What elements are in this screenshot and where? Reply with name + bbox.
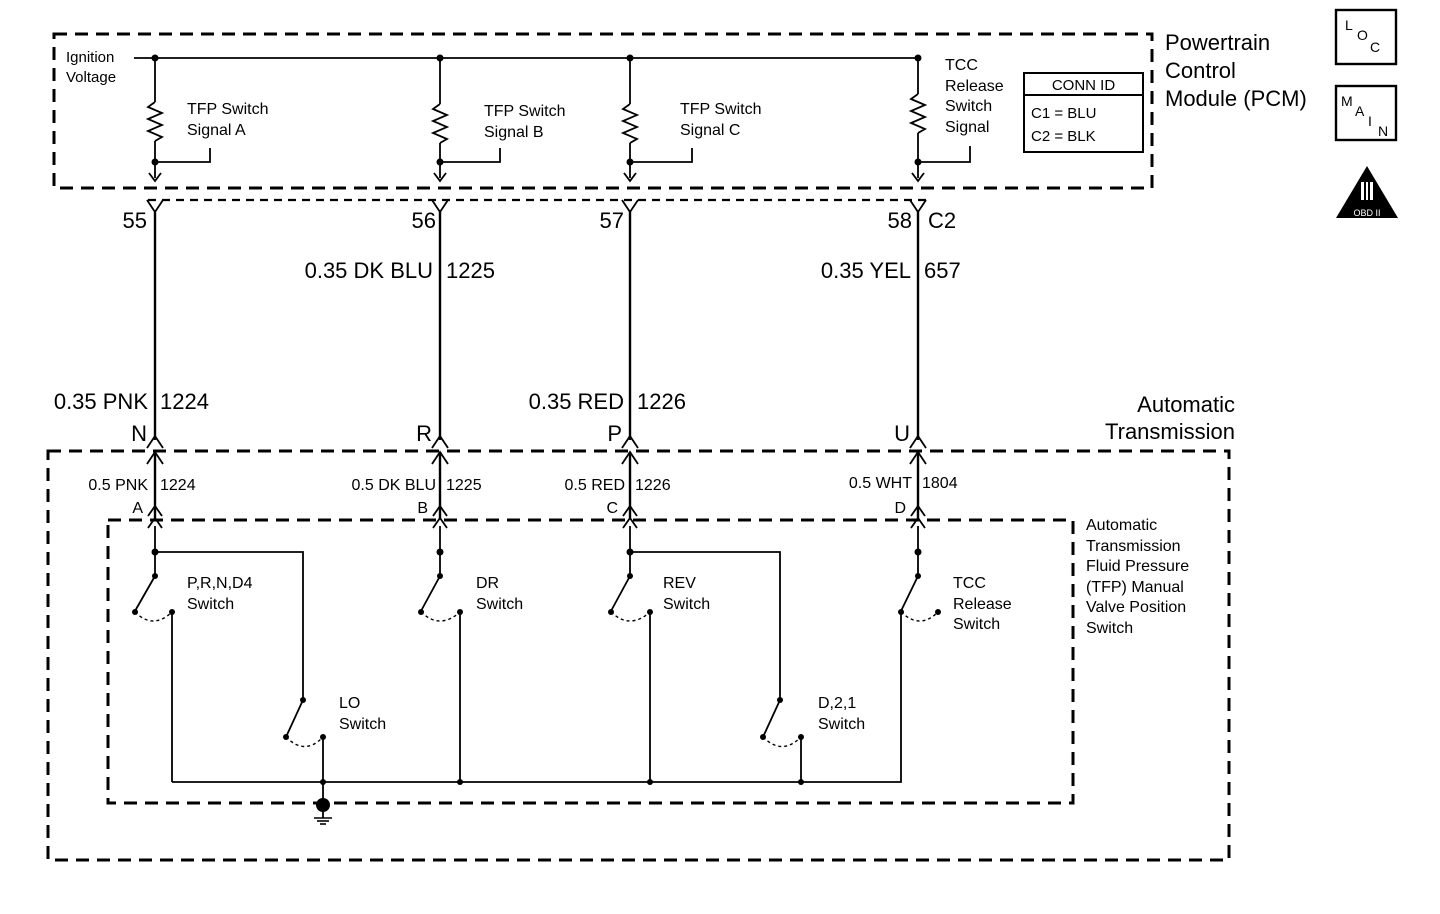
transmission-boundary xyxy=(46,449,1231,862)
svg-text:M: M xyxy=(1341,93,1353,109)
svg-text:I: I xyxy=(1368,113,1372,129)
trans-pin-r: R xyxy=(416,421,432,446)
tcc-signal-label-line3: Switch xyxy=(945,98,992,115)
trans-pin-n: N xyxy=(131,421,147,446)
svg-text:A: A xyxy=(1355,103,1365,119)
conn-id-header: CONN ID xyxy=(1052,77,1116,94)
pcm-pin-57: 57 xyxy=(600,208,624,233)
obd-ii-icon: OBD II xyxy=(1336,166,1398,218)
tfp-title-line1: Automatic xyxy=(1086,517,1157,534)
wire-58-label: 0.35 YEL xyxy=(821,258,911,283)
switch-circuitry xyxy=(132,526,941,804)
resistor-b xyxy=(430,58,501,183)
prnd4-switch-label-line1: P,R,N,D4 xyxy=(187,575,253,592)
rev-switch-label-line2: Switch xyxy=(663,596,710,613)
d21-switch-label-line2: Switch xyxy=(818,716,865,733)
inner-wire-a-circuit: 1224 xyxy=(160,477,196,494)
inner-wire-c-circuit: 1226 xyxy=(635,477,671,494)
signal-a-label-line1: TFP Switch xyxy=(187,101,269,118)
tfp-pin-a: A xyxy=(132,500,143,517)
pcm-title-line1: Powertrain xyxy=(1165,30,1270,55)
tfp-title-line4: (TFP) Manual xyxy=(1086,579,1184,596)
pcm-boundary xyxy=(52,32,1154,190)
resistor-tcc xyxy=(908,58,971,183)
tcc-switch-label-line2: Release xyxy=(953,596,1012,613)
transmission-title-line1: Automatic xyxy=(1137,392,1235,417)
signal-c-label-line2: Signal C xyxy=(680,122,740,139)
conn-id-table: CONN ID C1 = BLU C2 = BLK xyxy=(1023,72,1144,153)
tfp-pin-b: B xyxy=(417,500,428,517)
tcc-signal-label-line4: Signal xyxy=(945,119,989,136)
wire-57-circuit: 1226 xyxy=(637,389,686,414)
tcc-switch-label-line3: Switch xyxy=(953,616,1000,633)
wire-55-circuit: 1224 xyxy=(160,389,209,414)
rev-switch-label-line1: REV xyxy=(663,575,696,592)
conn-id-row2: C2 = BLK xyxy=(1031,128,1096,145)
tfp-title-line5: Valve Position xyxy=(1086,599,1186,616)
dr-switch-label-line1: DR xyxy=(476,575,499,592)
tfp-title-line3: Fluid Pressure xyxy=(1086,558,1189,575)
svg-text:N: N xyxy=(1378,123,1388,139)
svg-text:O: O xyxy=(1357,27,1368,43)
ground-icon xyxy=(314,798,332,825)
wire-55-label: 0.35 PNK xyxy=(54,389,148,414)
trans-pin-u: U xyxy=(894,421,910,446)
tfp-module-boundary xyxy=(106,518,1075,805)
signal-a-label-line2: Signal A xyxy=(187,122,246,139)
ignition-label-line1: Ignition xyxy=(66,49,114,66)
wire-56-circuit: 1225 xyxy=(446,258,495,283)
inner-wire-b-circuit: 1225 xyxy=(446,477,482,494)
tcc-switch-label-line1: TCC xyxy=(953,575,986,592)
inner-wire-a-label: 0.5 PNK xyxy=(88,477,148,494)
prnd4-switch-label-line2: Switch xyxy=(187,596,234,613)
conn-id-row1: C1 = BLU xyxy=(1031,105,1096,122)
pcm-pin-56: 56 xyxy=(412,208,436,233)
svg-text:OBD II: OBD II xyxy=(1353,208,1380,218)
inner-wire-d-circuit: 1804 xyxy=(922,475,958,492)
transmission-title-line2: Transmission xyxy=(1105,419,1235,444)
resistor-c xyxy=(620,58,693,183)
resistor-a xyxy=(145,58,211,183)
tfp-title-line2: Transmission xyxy=(1086,538,1181,555)
inner-wire-c-label: 0.5 RED xyxy=(565,477,625,494)
pcm-pin-55: 55 xyxy=(123,208,147,233)
signal-b-label-line1: TFP Switch xyxy=(484,103,566,120)
signal-c-label-line1: TFP Switch xyxy=(680,101,762,118)
pcm-pin-58: 58 xyxy=(888,208,912,233)
svg-text:L: L xyxy=(1345,17,1353,33)
d21-switch-label-line1: D,2,1 xyxy=(818,695,856,712)
tfp-pin-d: D xyxy=(894,500,906,517)
wire-57-label: 0.35 RED xyxy=(529,389,624,414)
lo-switch-label-line1: LO xyxy=(339,695,360,712)
wire-58-circuit: 657 xyxy=(924,258,961,283)
pcm-title-line2: Control xyxy=(1165,58,1236,83)
pcm-connector-label: C2 xyxy=(928,208,956,233)
lo-switch-label-line2: Switch xyxy=(339,716,386,733)
tcc-signal-label-line2: Release xyxy=(945,78,1004,95)
dr-switch-label-line2: Switch xyxy=(476,596,523,613)
trans-pin-p: P xyxy=(607,421,622,446)
tfp-pin-c: C xyxy=(606,500,618,517)
tfp-title-line6: Switch xyxy=(1086,620,1133,637)
inner-wire-b-label: 0.5 DK BLU xyxy=(352,477,436,494)
inner-wire-d-label: 0.5 WHT xyxy=(849,475,912,492)
main-badge: M A I N xyxy=(1334,84,1398,142)
wire-56-label: 0.35 DK BLU xyxy=(305,258,433,283)
tcc-signal-label-line1: TCC xyxy=(945,57,978,74)
svg-text:C: C xyxy=(1370,39,1380,55)
tfp-connector-forks xyxy=(147,504,926,529)
ignition-label-line2: Voltage xyxy=(66,69,116,86)
pcm-pin-forks xyxy=(146,199,927,214)
signal-b-label-line2: Signal B xyxy=(484,124,544,141)
loc-badge: L O C xyxy=(1334,8,1398,66)
pcm-title-line3: Module (PCM) xyxy=(1165,86,1307,111)
